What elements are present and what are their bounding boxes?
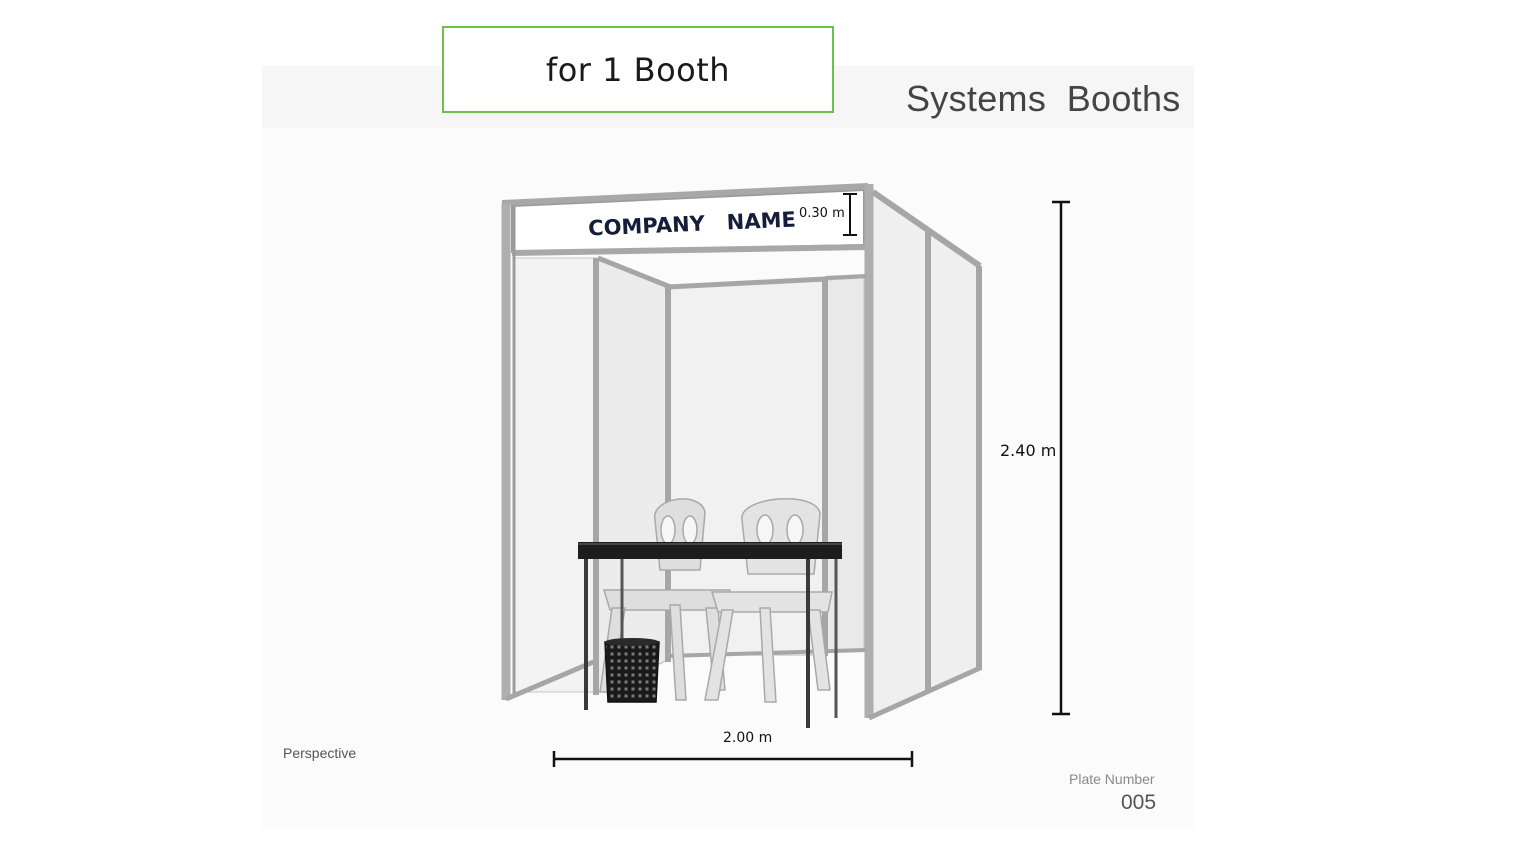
- waste-basket: [604, 641, 660, 703]
- fascia-height-dimension: [843, 193, 857, 236]
- booth-width-dimension: [552, 751, 914, 767]
- fascia-bottom-beam: [511, 244, 867, 256]
- booth-width-label: 2.00 m: [723, 730, 773, 746]
- plate-number-value: 005: [1121, 791, 1157, 814]
- page-title: Systems Booths: [906, 78, 1181, 119]
- fascia-top-beam: [501, 183, 869, 206]
- booth-height-dimension: [1052, 200, 1070, 716]
- booth-tag-box: for 1 Booth: [442, 26, 834, 113]
- right-back-panel: [826, 277, 865, 653]
- plate-number-label: Plate Number: [1069, 771, 1155, 787]
- booth-height-label: 2.40 m: [1000, 441, 1057, 460]
- back-right-top-beam: [824, 274, 867, 280]
- left-top-beam: [597, 255, 669, 289]
- right-top-beam: [871, 189, 982, 269]
- view-caption: Perspective: [283, 745, 357, 761]
- table-top: [578, 542, 842, 559]
- booth-tag-text: for 1 Booth: [545, 50, 731, 89]
- left-bottom-rail: [505, 657, 599, 702]
- waste-basket-rim: [605, 638, 659, 646]
- fascia-height-label: 0.30 m: [799, 206, 845, 221]
- back-top-beam: [667, 276, 826, 290]
- front-left-panel: [513, 257, 597, 693]
- left-side-wall-panel: [597, 257, 669, 693]
- right-bottom-rail: [867, 665, 982, 721]
